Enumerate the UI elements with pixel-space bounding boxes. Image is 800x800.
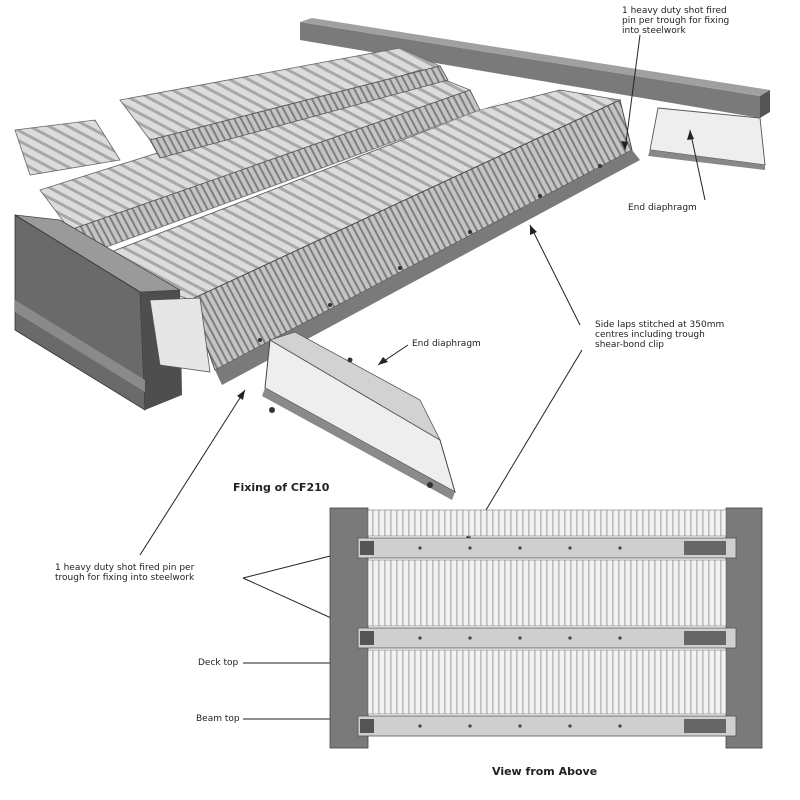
trough-side-wall [189, 99, 640, 385]
plan-deck-panel [367, 509, 727, 537]
pin-note-top: 1 heavy duty shot fired pin per trough f… [622, 6, 729, 36]
far-deck-panels [14, 47, 472, 231]
side-laps-line1: Side laps stitched at 350mm [595, 320, 725, 330]
plan-trough [357, 715, 737, 737]
pin-note-top-line3: into steelwork [622, 26, 686, 36]
end-diaphragm-front [149, 297, 456, 500]
plan-deck-panel [367, 559, 727, 627]
caption-isometric: Fixing of CF210 [233, 481, 330, 494]
deck-top-label: Deck top [198, 658, 239, 668]
end-diaphragm-back [648, 107, 766, 170]
side-laps-line2: centres including trough [595, 330, 705, 340]
caption-plan: View from Above [492, 765, 598, 778]
beam-top-label: Beam top [196, 714, 240, 724]
end-diaphragm-right-label: End diaphragm [628, 203, 697, 213]
back-steel-beam [300, 18, 770, 118]
plan-trough [357, 627, 737, 649]
pin-note-plan-line1: 1 heavy duty shot fired pin per [55, 563, 195, 573]
pin-note-plan: 1 heavy duty shot fired pin per trough f… [55, 563, 194, 583]
front-steel-beam [14, 214, 182, 411]
pin-note-top-line1: 1 heavy duty shot fired [622, 6, 727, 16]
plan-deck-panel [367, 649, 727, 715]
end-diaphragm-left-label: End diaphragm [412, 339, 481, 349]
side-laps-line3: shear-bond clip [595, 340, 664, 350]
pin-note-top-line2: pin per trough for fixing [622, 16, 730, 26]
plan-trough [357, 537, 737, 559]
side-laps-note: Side laps stitched at 350mm centres incl… [595, 320, 724, 350]
pin-note-plan-line2: trough for fixing into steelwork [55, 573, 195, 583]
plan-view [329, 507, 763, 749]
